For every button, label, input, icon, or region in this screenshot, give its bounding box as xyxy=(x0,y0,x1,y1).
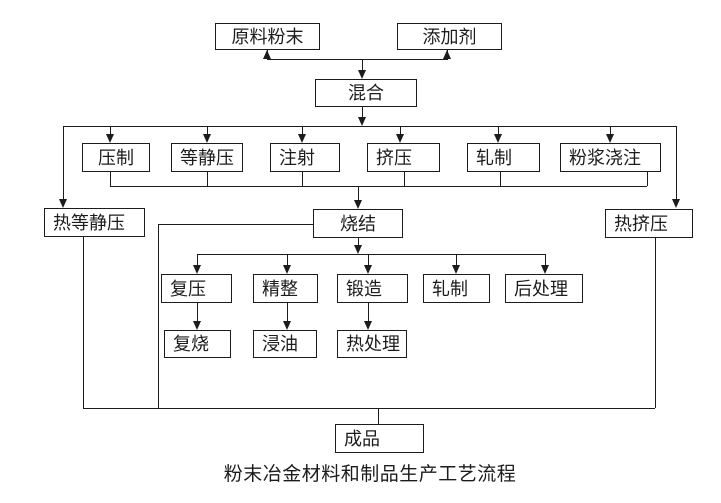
arrowhead-sintering-to-line xyxy=(354,245,362,254)
edge-into-sintering xyxy=(358,186,359,201)
node-rolling: 轧制 xyxy=(467,143,540,172)
edge-collector-line-1 xyxy=(110,186,647,187)
arrowhead-into-isostatic xyxy=(203,134,211,143)
edge-riser-slip-casting xyxy=(647,172,648,186)
node-hot-isostatic-pressing: 热等静压 xyxy=(44,208,145,237)
edge-drop-repressing xyxy=(197,254,198,266)
edge-repressing-to-resintering xyxy=(197,303,198,322)
arrowhead-into-forging xyxy=(364,265,372,274)
node-additive: 添加剂 xyxy=(397,23,502,50)
arrowhead-into-heat-treatment xyxy=(364,321,372,330)
arrowhead-into-resintering xyxy=(193,321,201,330)
node-slip-casting: 粉浆浇注 xyxy=(560,143,661,172)
arrowhead-into-hot-extrusion xyxy=(672,199,680,208)
arrowhead-mixing-to-line xyxy=(358,117,366,126)
edge-drop-rolling2 xyxy=(456,254,457,266)
node-extrusion: 挤压 xyxy=(367,143,440,172)
edge-hip-down xyxy=(83,237,84,408)
node-repressing: 复压 xyxy=(161,274,232,303)
arrowhead-into-raw-powder xyxy=(263,50,271,59)
edge-distribution-line-1 xyxy=(63,126,676,127)
edge-riser-pressing xyxy=(110,172,111,186)
edge-riser-rolling xyxy=(500,172,501,186)
arrowhead-into-injection xyxy=(298,134,306,143)
arrowhead-into-extrusion xyxy=(396,134,404,143)
arrowhead-into-oil-impregnation xyxy=(283,321,291,330)
arrowhead-into-slip-casting xyxy=(606,134,614,143)
edge-drop-hip xyxy=(63,126,64,200)
node-rolling2: 轧制 xyxy=(423,274,490,303)
arrowhead-into-rolling xyxy=(494,134,502,143)
edge-forging-to-heat-treatment xyxy=(368,303,369,322)
edge-drop-rolling xyxy=(498,126,499,135)
arrowhead-into-sintering xyxy=(354,200,362,209)
node-hot-extrusion: 热挤压 xyxy=(605,209,693,238)
diagram-caption: 粉末冶金材料和制品生产工艺流程 xyxy=(223,464,517,485)
edge-sintering-out xyxy=(358,238,359,247)
edge-into-mixing xyxy=(362,59,363,71)
node-isostatic-pressing: 等静压 xyxy=(171,143,243,172)
node-forging: 锻造 xyxy=(337,274,408,303)
node-finished-product: 成品 xyxy=(335,424,424,453)
edge-bottom-collector xyxy=(83,408,655,409)
node-sizing: 精整 xyxy=(253,274,318,303)
arrowhead-into-post-treatment xyxy=(541,265,549,274)
edge-distribution-line-2 xyxy=(197,254,545,255)
arrowhead-into-sizing xyxy=(283,265,291,274)
edge-hot-extrusion-down xyxy=(655,238,656,408)
edge-mixing-out xyxy=(362,107,363,118)
node-sintering: 烧结 xyxy=(313,209,403,238)
node-heat-treatment: 热处理 xyxy=(337,330,407,358)
edge-top-connector xyxy=(267,59,447,60)
arrowhead-into-hip xyxy=(59,199,67,208)
edge-drop-hot-extrusion xyxy=(676,126,677,200)
node-mixing: 混合 xyxy=(315,79,417,107)
edge-sintering-left-down xyxy=(158,224,159,408)
arrowhead-into-rolling2 xyxy=(452,265,460,274)
edge-drop-injection xyxy=(302,126,303,135)
arrowhead-into-additive xyxy=(443,50,451,59)
edge-drop-sizing xyxy=(287,254,288,266)
node-raw-powder: 原料粉末 xyxy=(215,23,320,50)
edge-into-finished-product xyxy=(378,408,379,424)
node-post-treatment: 后处理 xyxy=(505,274,583,303)
edge-riser-injection xyxy=(302,172,303,186)
arrowhead-into-mixing xyxy=(358,70,366,79)
edge-riser-extrusion xyxy=(404,172,405,186)
edge-riser-isostatic xyxy=(207,172,208,186)
edge-drop-post-treatment xyxy=(545,254,546,266)
node-pressing: 压制 xyxy=(82,143,150,172)
edge-drop-forging xyxy=(368,254,369,266)
node-injection: 注射 xyxy=(270,143,340,172)
edge-drop-isostatic xyxy=(207,126,208,135)
edge-drop-slip-casting xyxy=(610,126,611,135)
node-resintering: 复烧 xyxy=(164,330,231,358)
edge-drop-pressing xyxy=(110,126,111,135)
arrowhead-into-pressing xyxy=(106,134,114,143)
edge-drop-extrusion xyxy=(400,126,401,135)
edge-sintering-left xyxy=(158,224,313,225)
node-oil-impregnation: 浸油 xyxy=(253,330,317,358)
edge-sizing-to-oil xyxy=(287,303,288,322)
arrowhead-into-repressing xyxy=(193,265,201,274)
